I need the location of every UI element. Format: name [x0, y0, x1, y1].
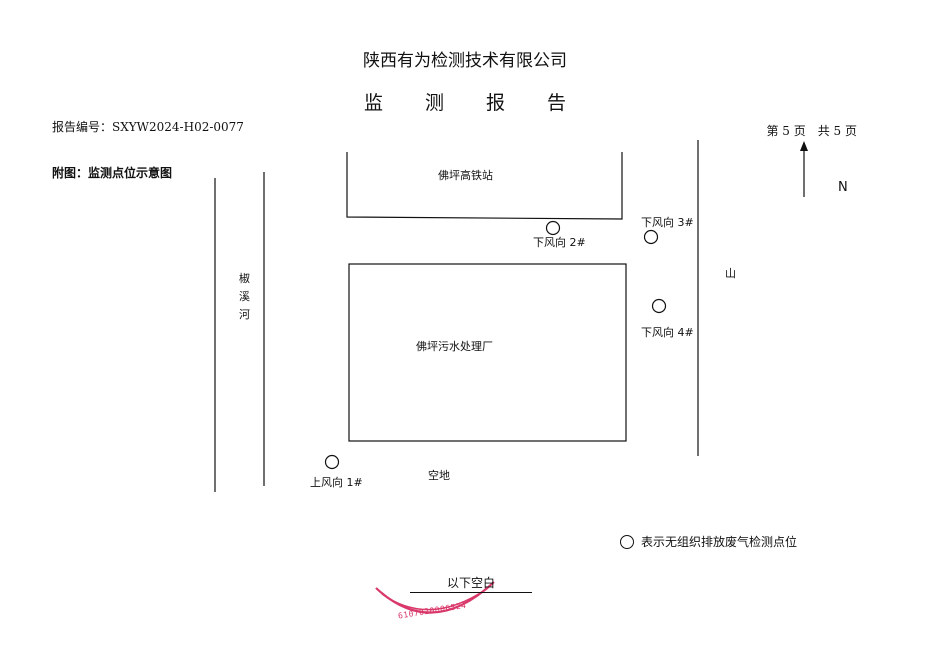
river-label: 椒溪河	[239, 271, 254, 321]
point-1-label: 上风向 1#	[310, 475, 363, 489]
point-3-label: 下风向 3#	[641, 215, 694, 229]
railway-station-outline	[346, 152, 623, 220]
river-label-char: 溪	[239, 290, 254, 303]
mountain-label: 山	[725, 267, 736, 280]
company-name: 陕西有为检测技术有限公司	[363, 51, 567, 71]
river-label-char: 河	[239, 308, 254, 321]
seal-number: 6107020006524	[397, 601, 467, 621]
north-label: N	[838, 180, 848, 195]
point-4-marker	[651, 298, 667, 314]
point-2-marker	[545, 220, 561, 236]
report-number: 报告编号：SXYW2024-H02-0077	[52, 120, 244, 134]
point-4-label: 下风向 4#	[641, 325, 694, 339]
legend: 表示无组织排放废气检测点位	[620, 533, 797, 550]
end-note: 以下空白	[410, 574, 532, 593]
report-title: 监 测 报 告	[363, 92, 585, 114]
treatment-plant-outline	[348, 263, 627, 442]
point-1-marker	[324, 454, 340, 470]
point-2-label: 下风向 2#	[533, 235, 586, 249]
figure-label: 附图：监测点位示意图	[52, 166, 173, 180]
treatment-plant-label: 佛坪污水处理厂	[416, 340, 493, 353]
point-3-marker	[643, 229, 659, 245]
legend-text: 表示无组织排放废气检测点位	[641, 535, 798, 549]
circle-icon	[620, 534, 634, 549]
open-land-label: 空地	[428, 468, 450, 482]
page-info: 第 5 页 共 5 页	[766, 124, 857, 138]
river-label-char: 椒	[239, 271, 254, 285]
north-arrow-head	[800, 141, 808, 151]
railway-station-label: 佛坪高铁站	[438, 168, 493, 182]
